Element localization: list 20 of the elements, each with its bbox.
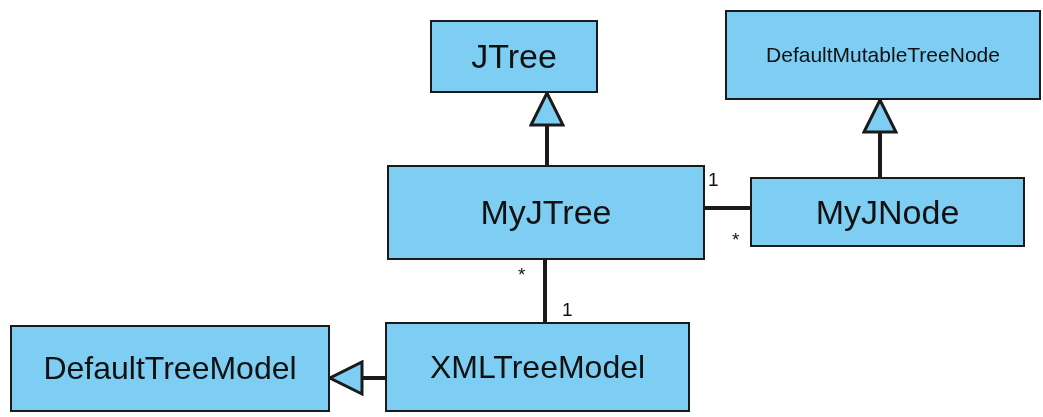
class-box	[385, 322, 690, 412]
class-name: JTree	[471, 37, 557, 76]
multiplicity-label: *	[518, 265, 526, 284]
class-box	[750, 177, 1025, 247]
class-name: MyJNode	[815, 192, 960, 232]
association-line	[705, 206, 750, 210]
class-name: MyJTree	[480, 193, 612, 232]
generalization-arrow	[529, 91, 565, 165]
class-name: DefaultTreeModel	[43, 350, 297, 387]
class-name: XMLTreeModel	[429, 348, 646, 386]
class-name: DefaultMutableTreeNode	[766, 43, 1000, 67]
class-box	[10, 325, 330, 412]
multiplicity-label: 1	[562, 300, 573, 319]
multiplicity-label: *	[732, 230, 740, 249]
class-box	[725, 10, 1041, 100]
class-box	[430, 20, 598, 93]
multiplicity-label: 1	[708, 170, 719, 189]
class-box	[387, 165, 705, 260]
association-line	[543, 260, 547, 322]
generalization-arrow	[862, 98, 898, 177]
